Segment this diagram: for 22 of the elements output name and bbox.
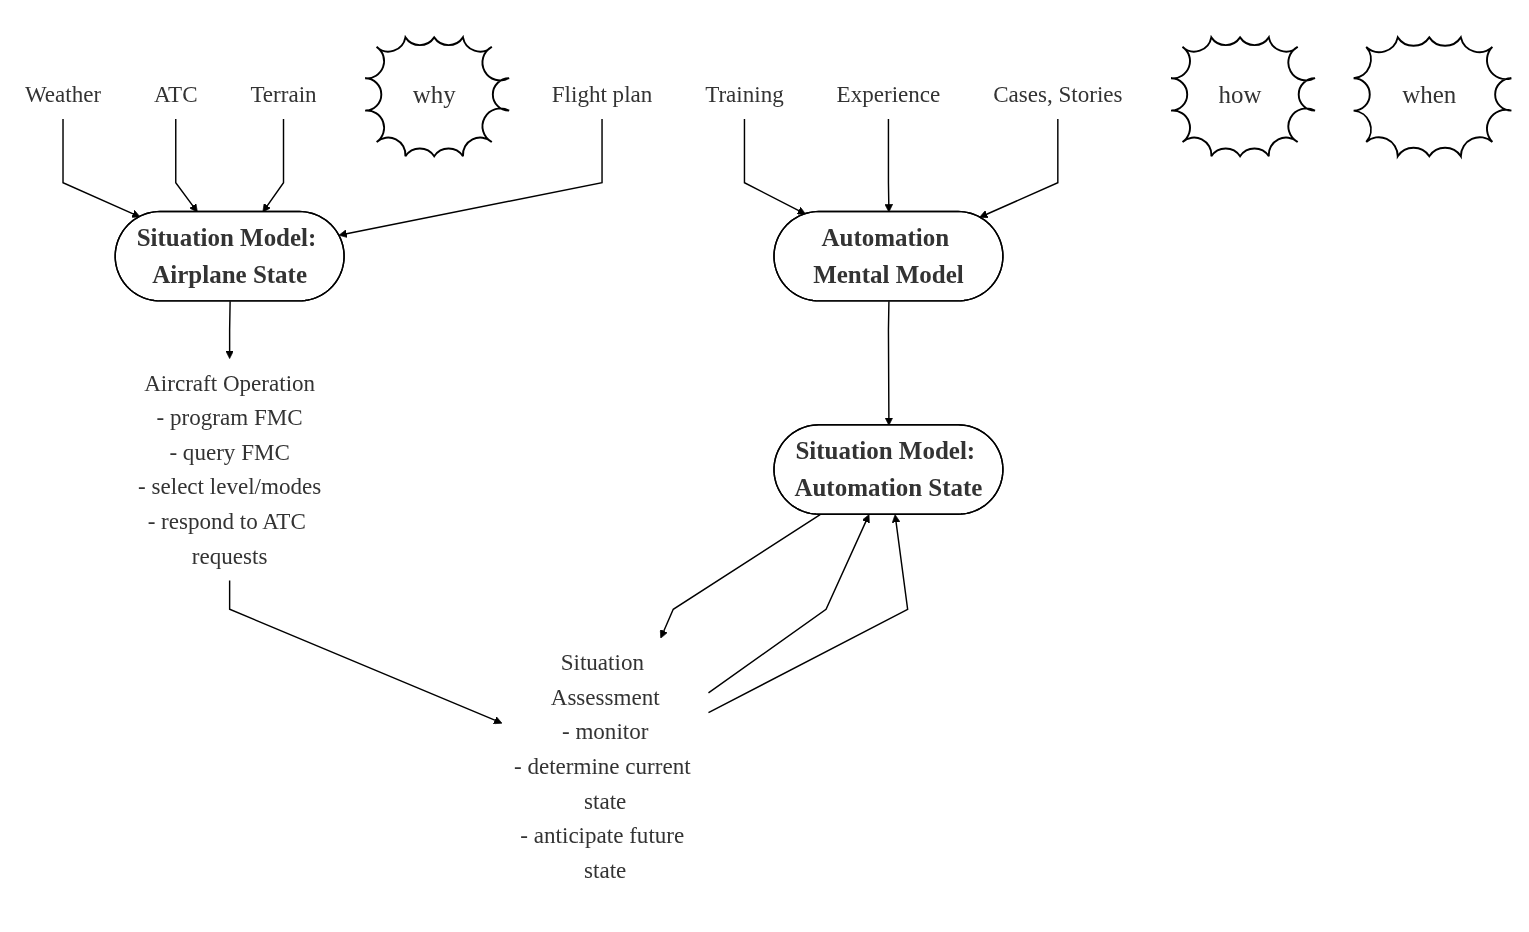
arrow xyxy=(338,118,603,238)
arrow xyxy=(262,118,285,213)
node-text: Weather xyxy=(24,81,102,107)
arrow xyxy=(659,513,821,639)
arrow xyxy=(175,118,198,213)
node-text: ATC xyxy=(153,81,198,107)
arrow xyxy=(228,579,503,725)
node-text: Cases, Stories xyxy=(993,81,1123,107)
node-text: Flight plan xyxy=(551,81,653,107)
node-text: Experience xyxy=(836,81,941,107)
arrow xyxy=(707,514,909,714)
node-text: Training xyxy=(705,81,784,107)
arrow xyxy=(225,300,234,359)
arrow xyxy=(743,118,806,215)
arrow xyxy=(884,300,894,426)
node-text: Aircraft Operation - program FMC - query FMC - select level/modes - respond to ATC requests xyxy=(138,370,322,569)
arrow xyxy=(62,118,141,218)
arrow xyxy=(979,118,1059,219)
node-text: Terrain xyxy=(250,81,317,107)
arrow xyxy=(884,118,893,213)
arrow xyxy=(707,514,870,694)
node-text: Situation Assessment - monitor - determine current state - anticipate future state xyxy=(513,650,691,883)
